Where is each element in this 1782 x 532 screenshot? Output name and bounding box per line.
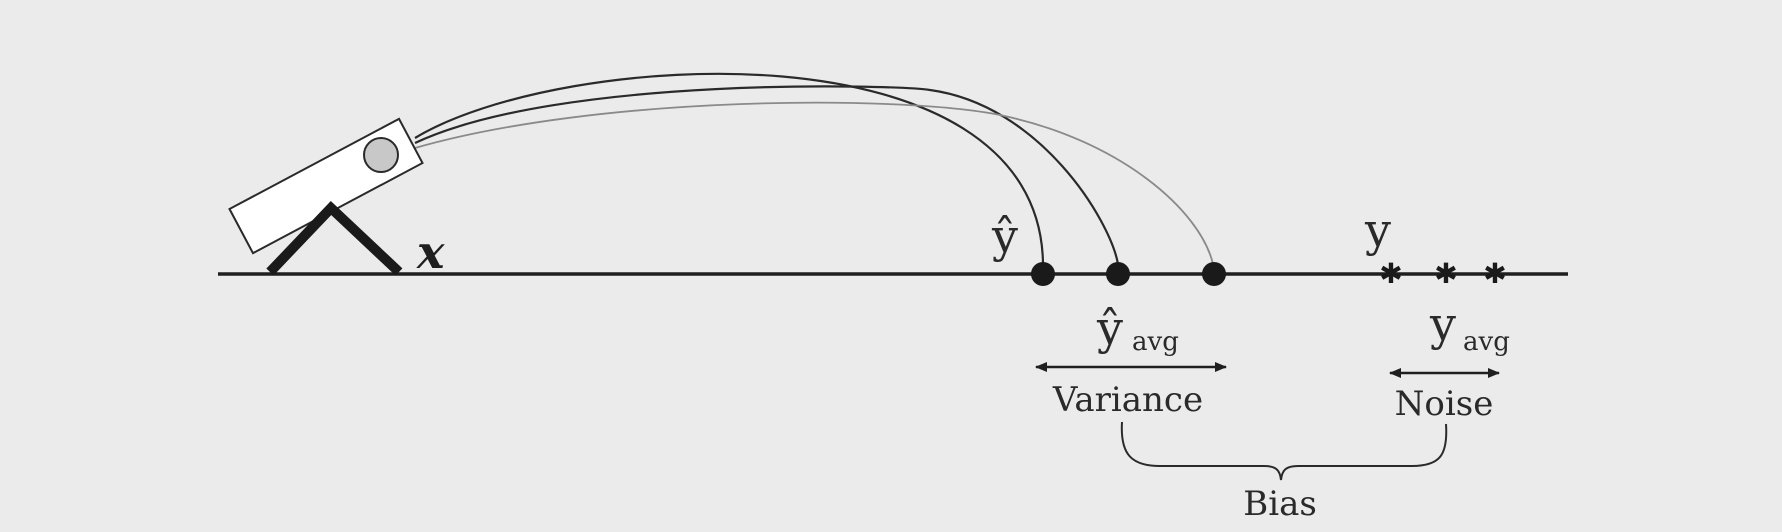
- variance-label: Variance: [1052, 380, 1203, 420]
- prediction-dot: [1106, 262, 1130, 286]
- trajectory-3: [414, 101, 1214, 265]
- svg-text:avg: avg: [1463, 327, 1510, 357]
- prediction-avg-label: ŷ avg: [1096, 301, 1179, 357]
- svg-text:ŷ: ŷ: [1096, 301, 1123, 355]
- bias-brace: [1120, 421, 1448, 481]
- svg-text:y: y: [1429, 297, 1456, 351]
- target-label: y: [1364, 203, 1391, 257]
- cannon-stand-icon: [266, 200, 403, 276]
- input-label: x: [416, 225, 445, 279]
- svg-text:avg: avg: [1132, 327, 1179, 357]
- bias-label: Bias: [1243, 484, 1317, 524]
- star-marker-icon: ✱: [1379, 257, 1402, 290]
- star-marker-icon: ✱: [1483, 257, 1506, 290]
- prediction-label: ŷ: [991, 209, 1018, 263]
- trajectory-2: [414, 85, 1120, 265]
- noise-label: Noise: [1395, 384, 1494, 424]
- cannon-icon: [228, 117, 424, 255]
- prediction-dot: [1202, 262, 1226, 286]
- target-avg-label: y avg: [1429, 297, 1510, 357]
- ball-icon: [363, 137, 399, 173]
- prediction-dot: [1031, 262, 1055, 286]
- trajectory-1: [414, 72, 1045, 265]
- star-marker-icon: ✱: [1434, 257, 1457, 290]
